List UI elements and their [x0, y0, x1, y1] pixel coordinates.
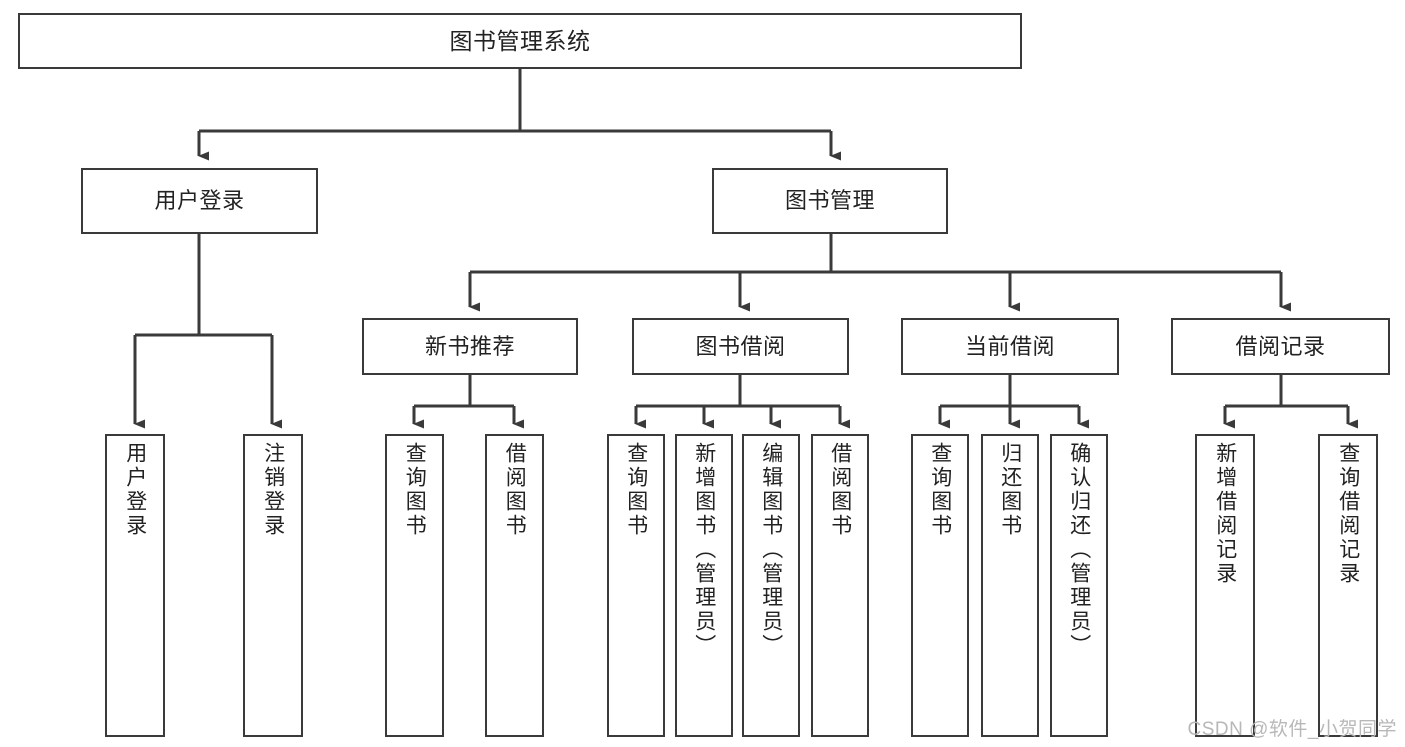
leaf-query-book-current[interactable]: 查询图书	[911, 434, 969, 737]
node-label: 用户登录	[123, 442, 147, 538]
node-label: 注销登录	[261, 442, 285, 538]
node-label: 当前借阅	[964, 333, 1055, 359]
leaf-add-book-admin[interactable]: 新增图书（管理员）	[675, 434, 733, 737]
node-label: 查询图书	[403, 442, 427, 538]
node-book-borrow[interactable]: 图书借阅	[632, 318, 849, 375]
node-label: 图书管理	[784, 188, 875, 214]
node-label: 编辑图书（管理员）	[759, 442, 783, 658]
node-label: 查询图书	[928, 442, 952, 538]
leaf-query-borrow-record[interactable]: 查询借阅记录	[1318, 434, 1378, 737]
csdn-watermark: CSDN @软件_小贺同学	[1187, 719, 1397, 740]
node-label: 借阅图书	[828, 442, 852, 538]
leaf-borrow-book-recommend[interactable]: 借阅图书	[485, 434, 544, 737]
leaf-edit-book-admin[interactable]: 编辑图书（管理员）	[742, 434, 800, 737]
node-new-book-recommend[interactable]: 新书推荐	[362, 318, 578, 375]
node-label: 用户登录	[154, 188, 245, 214]
node-label: 查询图书	[624, 442, 648, 538]
node-label: 确认归还（管理员）	[1067, 442, 1091, 658]
node-label: 查询借阅记录	[1336, 442, 1360, 586]
leaf-return-book[interactable]: 归还图书	[981, 434, 1039, 737]
node-label: 图书借阅	[695, 333, 786, 359]
node-label: 新增借阅记录	[1213, 442, 1237, 586]
node-label: 新书推荐	[424, 333, 515, 359]
node-label: 归还图书	[998, 442, 1022, 538]
leaf-add-borrow-record[interactable]: 新增借阅记录	[1195, 434, 1255, 737]
leaf-user-logout[interactable]: 注销登录	[243, 434, 303, 737]
leaf-user-login[interactable]: 用户登录	[105, 434, 165, 737]
node-label: 图书管理系统	[449, 27, 591, 54]
leaf-query-book-borrow[interactable]: 查询图书	[607, 434, 665, 737]
leaf-query-book-recommend[interactable]: 查询图书	[385, 434, 444, 737]
node-root-system[interactable]: 图书管理系统	[18, 13, 1022, 69]
node-label: 借阅图书	[503, 442, 527, 538]
node-book-manage[interactable]: 图书管理	[712, 168, 948, 234]
leaf-confirm-return-admin[interactable]: 确认归还（管理员）	[1050, 434, 1108, 737]
node-user-login[interactable]: 用户登录	[81, 168, 318, 234]
leaf-borrow-book[interactable]: 借阅图书	[811, 434, 869, 737]
node-current-borrow[interactable]: 当前借阅	[901, 318, 1119, 375]
node-label: 借阅记录	[1235, 333, 1326, 359]
node-borrow-record[interactable]: 借阅记录	[1171, 318, 1390, 375]
node-label: 新增图书（管理员）	[692, 442, 716, 658]
